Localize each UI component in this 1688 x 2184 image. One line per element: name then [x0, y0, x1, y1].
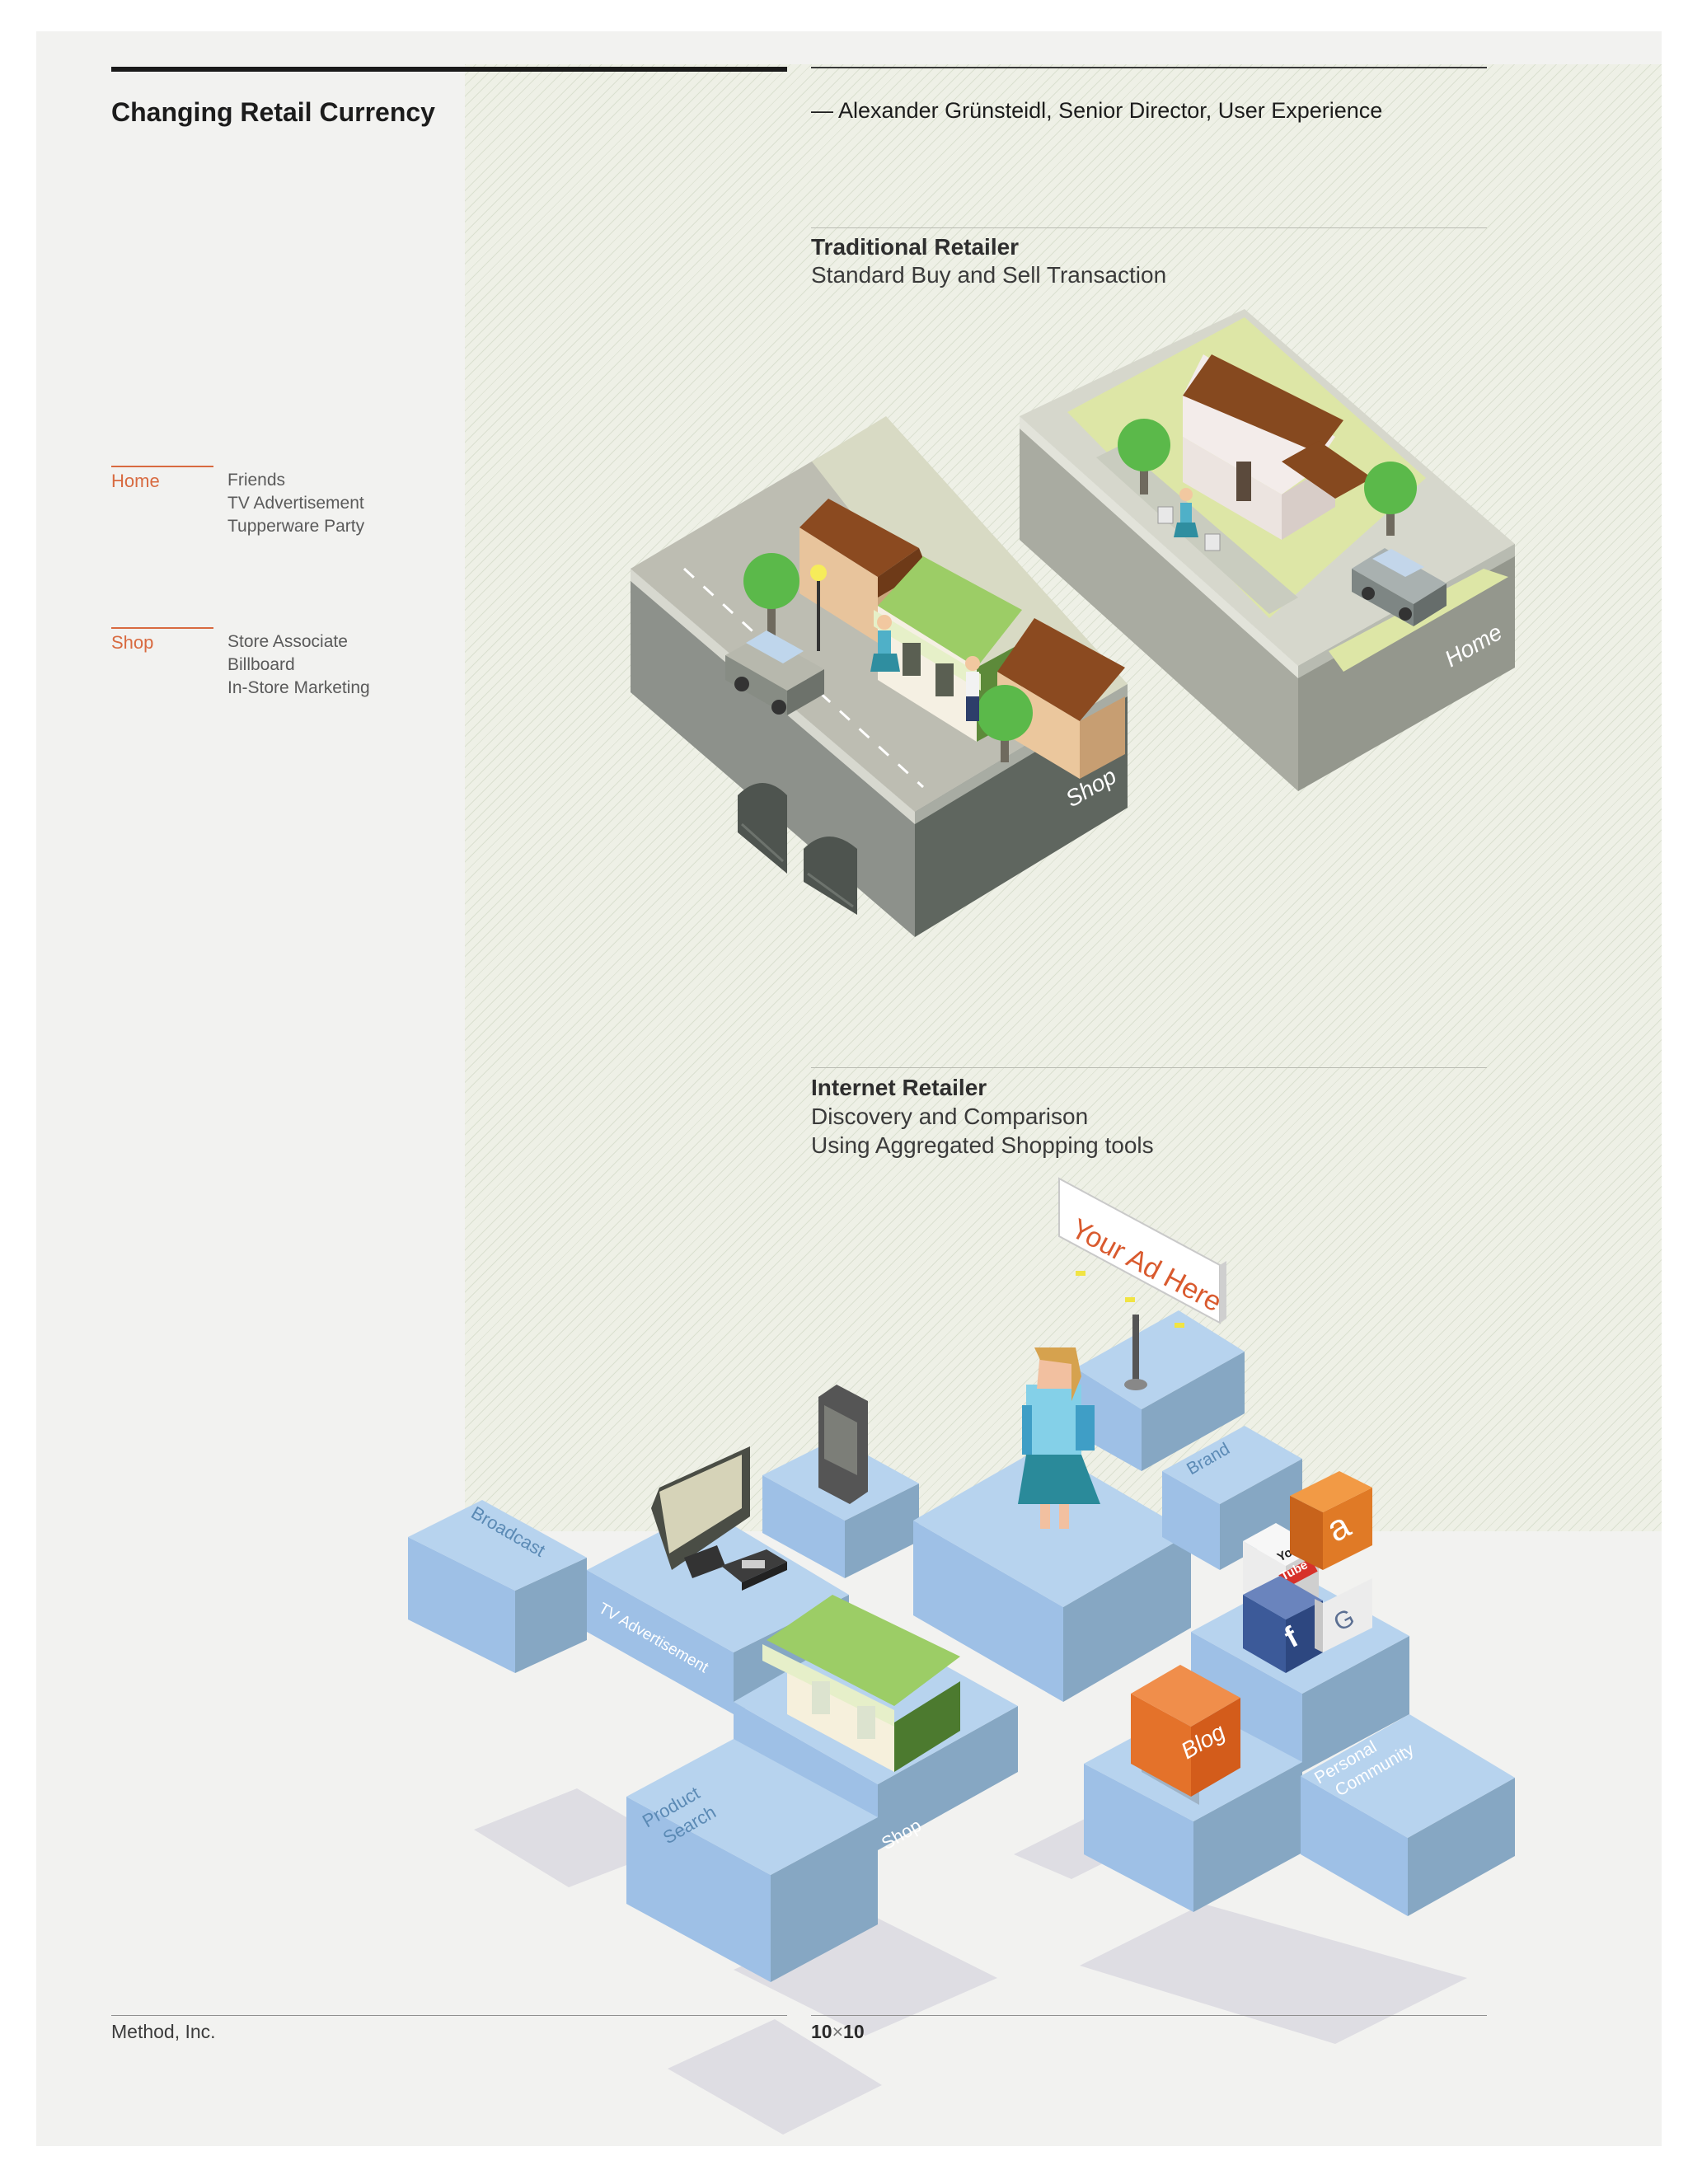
brand-block	[1162, 1426, 1302, 1570]
shop-category-rule	[111, 627, 213, 629]
car-shop	[725, 630, 824, 715]
mobile-phone-icon	[818, 1385, 868, 1504]
white-house	[1183, 354, 1372, 540]
shop-category-items: Store Associate Billboard In-Store Marke…	[227, 630, 370, 700]
list-item: TV Advertisement	[227, 494, 364, 513]
internet-subtitle: Discovery and Comparison Using Aggregate…	[811, 1102, 1154, 1160]
facebook-icon	[1243, 1576, 1323, 1673]
broadcast-block	[408, 1500, 587, 1673]
traditional-title: Traditional Retailer	[811, 234, 1020, 260]
footer-rule-left	[111, 2015, 787, 2016]
telephone-icon	[721, 1549, 787, 1591]
quote-attribution: — Alexander Grünsteidl, Senior Director,…	[811, 98, 1383, 123]
home-category-items: Friends TV Advertisement Tupperware Part…	[227, 469, 364, 538]
central-pedestal-block	[913, 1446, 1191, 1702]
car-home	[1352, 548, 1447, 626]
list-item: Friends	[227, 471, 286, 490]
page-number-separator: ×	[832, 2021, 844, 2042]
internet-subtitle-line: Discovery and Comparison	[811, 1104, 1089, 1129]
store-associate-figure	[965, 656, 980, 721]
tree-home-right	[1364, 462, 1417, 536]
green-storefront	[874, 556, 1022, 742]
internet-title: Internet Retailer	[811, 1075, 987, 1100]
amazon-icon	[1290, 1471, 1372, 1570]
tree-shop-right	[977, 685, 1033, 762]
woman-figure	[1018, 1347, 1100, 1529]
street-lamp	[810, 565, 827, 651]
list-item: Tupperware Party	[227, 517, 365, 536]
television-icon	[651, 1446, 750, 1578]
traditional-subtitle: Standard Buy and Sell Transaction	[811, 262, 1167, 288]
page-title: Changing Retail Currency	[111, 97, 435, 127]
product-search-block	[626, 1739, 878, 1982]
brown-house-right	[997, 618, 1125, 779]
footer-company: Method, Inc.	[111, 2021, 216, 2042]
internet-subtitle-line: Using Aggregated Shopping tools	[811, 1132, 1154, 1158]
billboard	[1058, 1177, 1226, 1390]
header-rule-left	[111, 67, 787, 72]
section-rule-internet	[811, 1067, 1487, 1068]
footer-page-number: 10×10	[811, 2021, 865, 2043]
page-number-a: 10	[811, 2021, 832, 2042]
list-item: Store Associate	[227, 632, 348, 651]
tree-home-left	[1118, 419, 1170, 494]
section-rule-traditional	[811, 227, 1487, 228]
green-shop-icon	[762, 1595, 960, 1772]
home-shopper-figure	[1157, 488, 1221, 551]
blog-icon	[1131, 1665, 1240, 1805]
header-rule-right	[811, 67, 1487, 68]
home-category-label: Home	[111, 471, 160, 491]
google-icon	[1315, 1578, 1372, 1652]
shopper-figure	[870, 615, 900, 672]
list-item: In-Store Marketing	[227, 678, 370, 697]
personal-community-block	[1301, 1714, 1515, 1916]
list-item: Billboard	[227, 655, 295, 674]
shop-category-label: Shop	[111, 632, 154, 653]
page-number-b: 10	[843, 2021, 865, 2042]
tree-shop-left	[743, 553, 799, 639]
billboard-block	[1076, 1310, 1245, 1471]
home-category-rule	[111, 466, 213, 467]
footer-rule-right	[811, 2015, 1487, 2016]
